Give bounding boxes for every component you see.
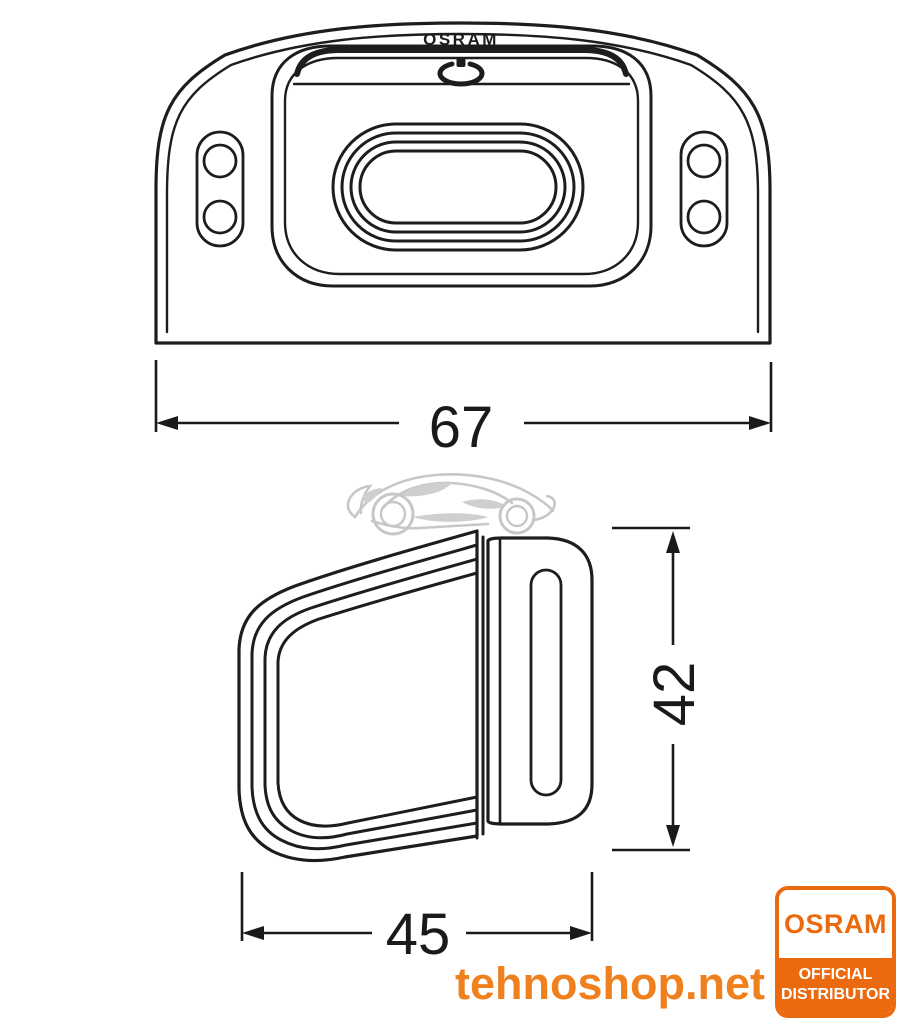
distributor-badge-bottom: OFFICIAL DISTRIBUTOR (779, 958, 892, 1014)
front-left-mount-tab (195, 130, 245, 248)
front-lens (331, 122, 585, 252)
front-view: OSRAM (154, 21, 772, 345)
dimension-height-value: 42 (642, 662, 707, 727)
dimension-depth: 45 (240, 872, 594, 967)
distributor-badge-line1: OFFICIAL (798, 966, 873, 983)
dimension-width: 67 (154, 360, 773, 460)
side-view (237, 529, 594, 863)
dimension-height: 42 (612, 526, 707, 852)
dimension-width-value: 67 (429, 395, 494, 460)
distributor-badge-top: OSRAM (779, 890, 892, 958)
distributor-badge-brand: OSRAM (784, 908, 887, 939)
front-brand-label: OSRAM (423, 30, 499, 49)
arrow-up-icon (666, 531, 680, 553)
power-icon (437, 58, 485, 87)
side-bracket-outline (486, 536, 594, 826)
front-panel-top-band (294, 47, 629, 77)
side-bracket-slot (529, 568, 563, 797)
arrow-left-icon (156, 416, 178, 430)
arrow-left-icon (242, 926, 264, 940)
front-body-inner-line (165, 32, 760, 334)
arrow-right-icon (570, 926, 592, 940)
arrow-down-icon (666, 825, 680, 847)
front-panel-outline (270, 44, 653, 288)
arrow-right-icon (749, 416, 771, 430)
front-panel-inner-line (283, 56, 640, 276)
shop-watermark: tehnoshop.net (455, 958, 765, 1009)
distributor-badge: OSRAM OFFICIAL DISTRIBUTOR (775, 886, 896, 1018)
dimension-depth-value: 45 (386, 902, 451, 967)
front-body-outline (154, 21, 772, 345)
distributor-badge-line2: DISTRIBUTOR (781, 986, 891, 1003)
front-right-mount-tab (679, 130, 729, 248)
car-watermark-icon (346, 473, 556, 536)
side-seam-lines (475, 529, 485, 840)
